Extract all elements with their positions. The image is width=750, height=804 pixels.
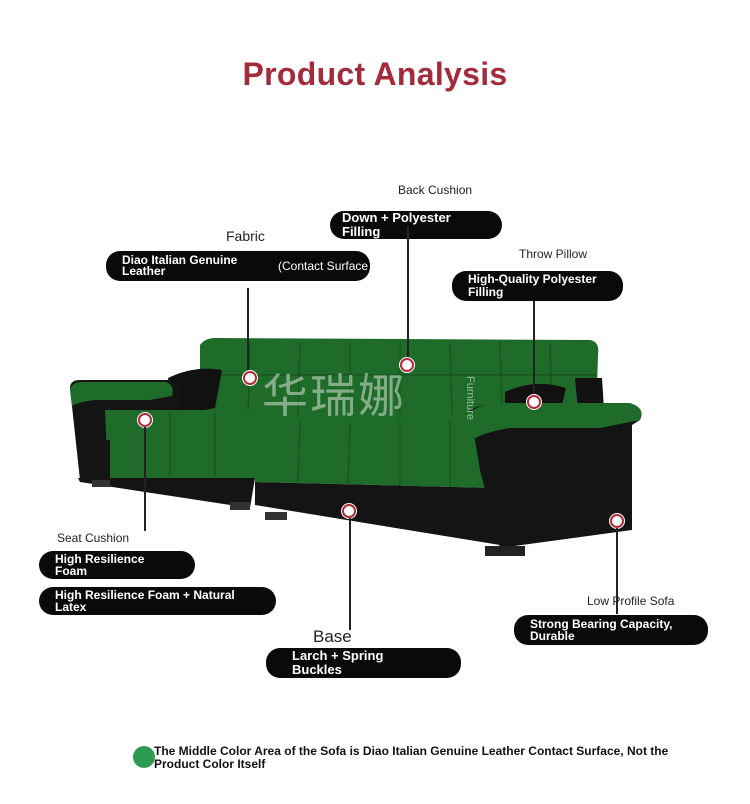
back-cushion-value: Down + Polyester Filling — [342, 210, 451, 239]
seat-cushion-marker — [138, 413, 152, 427]
throw-pillow-pill: High-Quality Polyester Filling — [452, 271, 623, 301]
fabric-connector — [247, 288, 249, 372]
color-note-dot — [133, 746, 155, 768]
low-profile-label: Low Profile Sofa — [587, 594, 675, 608]
low-profile-value: Strong Bearing Capacity, Durable — [530, 617, 673, 643]
base-connector — [349, 518, 351, 630]
seat-cushion-label: Seat Cushion — [57, 531, 130, 545]
fabric-marker — [243, 371, 257, 385]
seat-cushion-option-2: High Resilience Foam + Natural Latex — [39, 587, 276, 615]
throw-pillow-label: Throw Pillow — [519, 247, 588, 261]
throw-pillow-connector — [533, 301, 535, 397]
watermark-logo: 华瑞娜 — [262, 369, 406, 423]
seat-cushion-option-1: High Resilience Foam — [39, 551, 195, 579]
low-profile-connector — [616, 528, 618, 614]
low-profile-pill: Strong Bearing Capacity, Durable — [514, 615, 708, 645]
seat-cushion-connector — [144, 427, 146, 531]
fabric-value: Diao Italian Genuine Leather — [122, 253, 238, 278]
color-note-text: The Middle Color Area of the Sofa is Dia… — [154, 744, 669, 771]
page-title: Product Analysis — [242, 56, 508, 92]
base-marker — [342, 504, 356, 518]
back-cushion-pill: Down + Polyester Filling — [330, 211, 502, 239]
back-cushion-label: Back Cushion — [398, 183, 473, 197]
base-pill: Larch + Spring Buckles — [266, 648, 461, 678]
fabric-pill: Diao Italian Genuine Leather (Contact Su… — [106, 251, 370, 281]
throw-pillow-value: High-Quality Polyester Filling — [468, 272, 597, 299]
low-profile-marker — [610, 514, 624, 528]
back-cushion-marker — [400, 358, 414, 372]
watermark-sub: Furniture — [464, 376, 476, 421]
base-value: Larch + Spring Buckles — [292, 648, 384, 677]
throw-pillow-marker — [527, 395, 541, 409]
base-label: Base — [313, 627, 352, 646]
back-cushion-connector — [407, 226, 409, 362]
fabric-label: Fabric — [226, 228, 265, 244]
fabric-suffix: (Contact Surface — [278, 259, 369, 273]
